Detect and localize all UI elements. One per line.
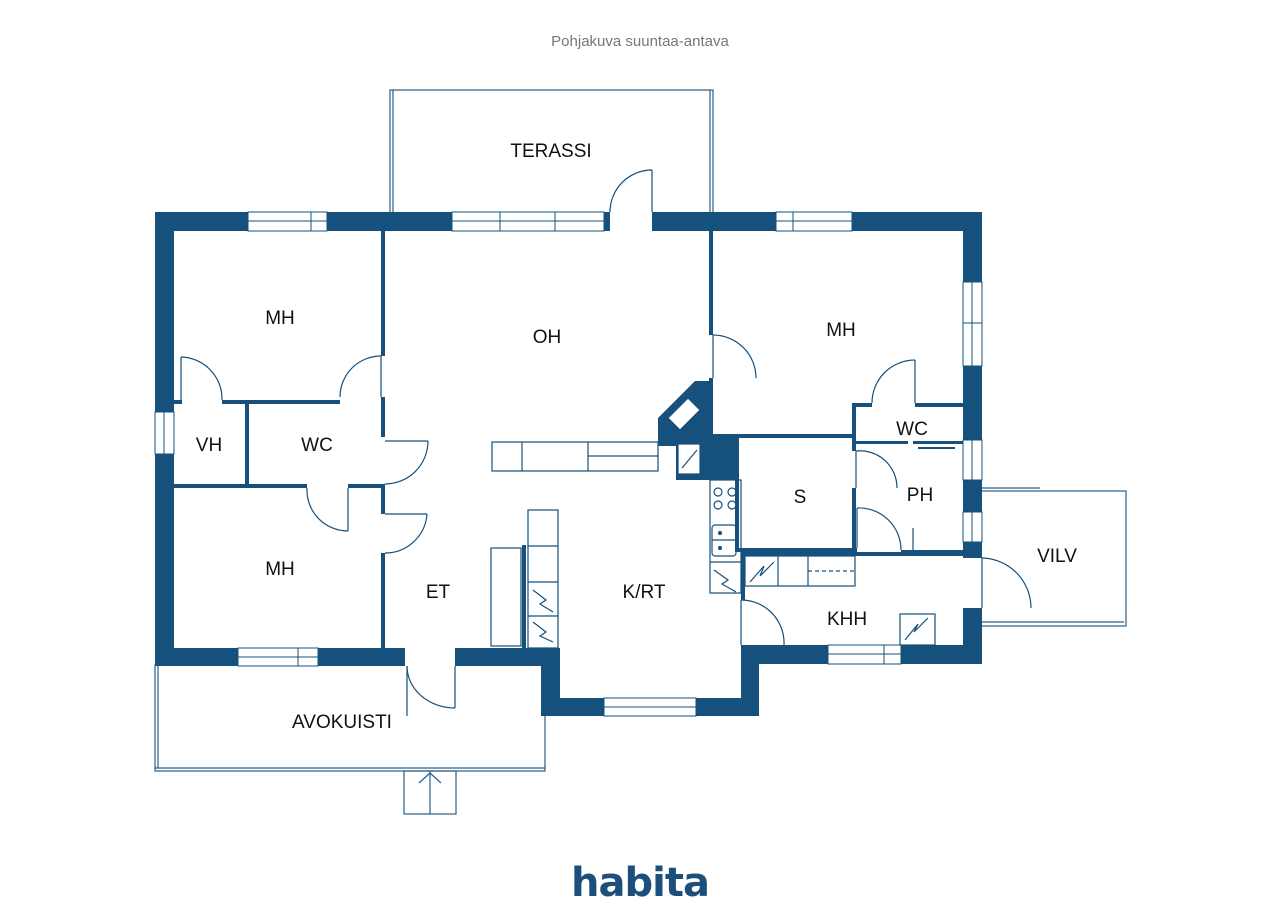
terrace-outline [389, 89, 714, 217]
fixtures [490, 397, 955, 649]
room-label-terassi: TERASSI [510, 141, 591, 162]
room-label-mh-ne: MH [826, 320, 856, 341]
room-label-vilv: VILV [1037, 546, 1077, 567]
room-label-khh: KHH [827, 609, 867, 630]
room-label-wc-e: WC [896, 419, 928, 440]
room-label-mh-nw: MH [265, 308, 295, 329]
room-label-ph: PH [907, 485, 933, 506]
room-label-wc-w: WC [301, 435, 333, 456]
interior-walls [174, 231, 965, 648]
window-mullions [163, 212, 982, 708]
plan-caption: Pohjakuva suuntaa-antava [551, 33, 729, 50]
room-label-avokuisti: AVOKUISTI [292, 712, 392, 733]
outer-walls [155, 212, 982, 716]
room-label-oh: OH [533, 327, 562, 348]
door-swings [180, 169, 1032, 716]
windows [154, 211, 983, 717]
room-label-mh-sw: MH [265, 559, 295, 580]
room-label-krt: K/RT [623, 582, 666, 603]
room-label-vh: VH [196, 435, 222, 456]
porch-outline [154, 664, 546, 815]
habita-logo: habita [571, 860, 709, 905]
room-label-s: S [794, 487, 807, 508]
room-label-et: ET [426, 582, 451, 603]
